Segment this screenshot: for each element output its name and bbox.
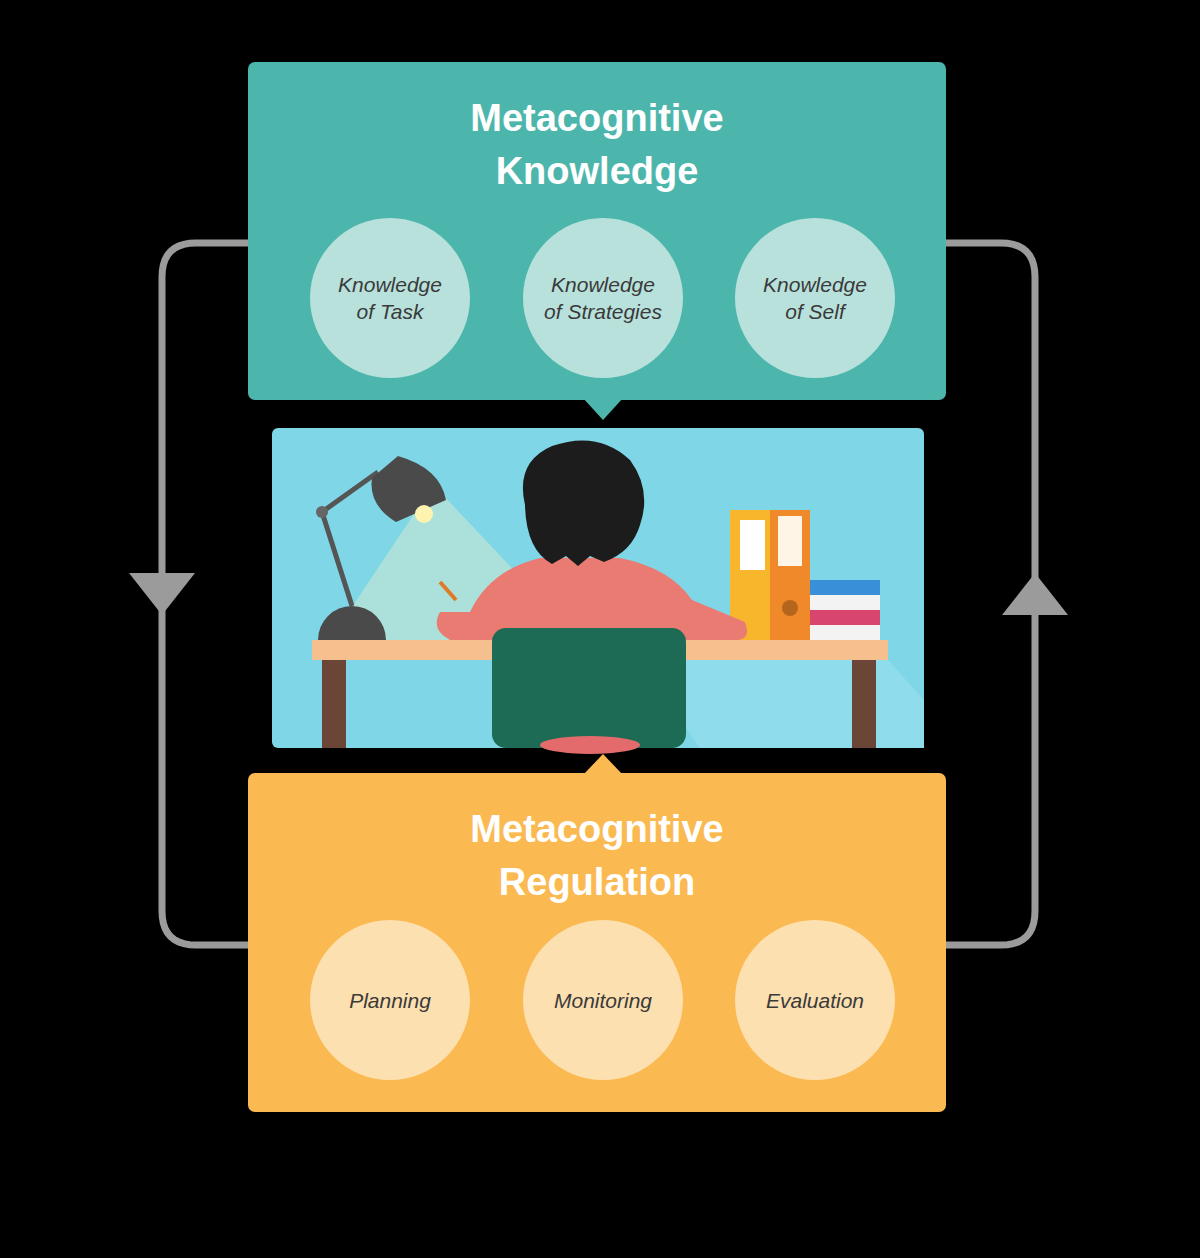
circle-label: Knowledge of Self <box>754 271 876 325</box>
binder <box>770 510 810 640</box>
pointer-triangle <box>583 398 623 420</box>
person-shirt <box>437 558 747 640</box>
panel-box: Metacognitive KnowledgeKnowledge of Task… <box>248 62 946 400</box>
binder-label <box>740 520 765 570</box>
concept-circle: Knowledge of Task <box>310 218 470 378</box>
circle-label: Knowledge of Task <box>329 271 451 325</box>
panel-title: Metacognitive Regulation <box>437 803 757 909</box>
book <box>810 625 880 640</box>
person-hair <box>523 440 644 566</box>
pointer-triangle <box>583 754 623 775</box>
pencil <box>440 582 456 600</box>
book <box>810 610 880 625</box>
scene-background <box>272 428 924 748</box>
circle-label: Evaluation <box>754 987 876 1014</box>
desk-leg <box>322 660 346 748</box>
chair-seat <box>540 736 640 754</box>
concept-circle: Knowledge of Strategies <box>523 218 683 378</box>
chair-back <box>492 628 686 748</box>
book <box>810 595 880 610</box>
circle-label: Knowledge of Strategies <box>542 271 664 325</box>
lamp-shade <box>372 456 447 522</box>
book <box>810 580 880 595</box>
concept-circle: Planning <box>310 920 470 1080</box>
arrow-head <box>129 573 195 615</box>
lamp-bulb <box>415 505 433 523</box>
binder-ring <box>782 600 798 616</box>
concept-circle: Monitoring <box>523 920 683 1080</box>
panel-box: Metacognitive RegulationPlanning Monitori… <box>248 773 946 1112</box>
circle-label: Planning <box>329 987 451 1014</box>
lamp-joint <box>316 506 328 518</box>
arrow-head <box>1002 573 1068 615</box>
lamp-base <box>318 606 386 640</box>
binder-label <box>778 516 802 566</box>
panel-title: Metacognitive Knowledge <box>437 92 757 198</box>
concept-circle: Knowledge of Self <box>735 218 895 378</box>
lamp-arm <box>322 472 378 606</box>
circle-label: Monitoring <box>542 987 664 1014</box>
desk-leg <box>852 660 876 748</box>
concept-circle: Evaluation <box>735 920 895 1080</box>
